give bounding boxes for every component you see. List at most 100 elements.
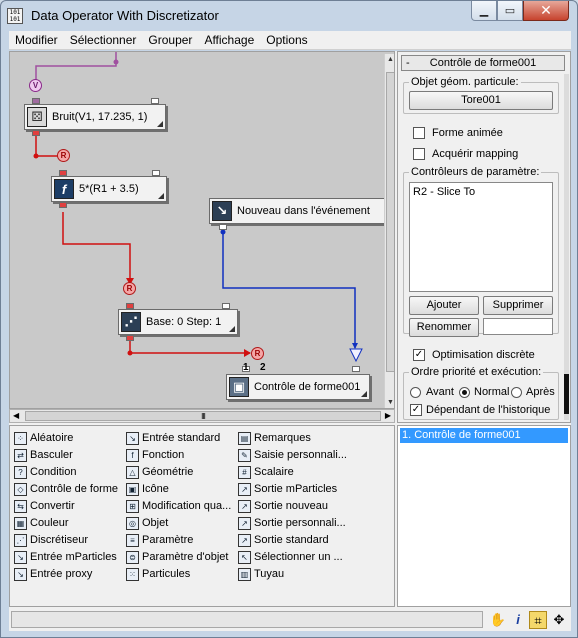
supprimer-button[interactable]: Supprimer <box>483 296 553 315</box>
scroll-down-icon[interactable]: ▼ <box>387 399 394 406</box>
depot-item[interactable]: ▣Icône <box>126 481 169 497</box>
depot-item[interactable]: ⇆Convertir <box>14 498 75 514</box>
depot-item[interactable]: ⊜Paramètre d'objet <box>126 549 228 565</box>
depot-item[interactable]: ▥Tuyau <box>238 566 284 582</box>
normal-label: Normal <box>474 386 510 398</box>
scroll-left-icon[interactable]: ◀ <box>13 411 20 420</box>
depot-item[interactable]: △Géométrie <box>126 464 193 480</box>
acquerir-mapping-checkbox[interactable] <box>413 148 425 160</box>
select-icon[interactable]: ⌗ <box>529 611 547 629</box>
node-discretiseur[interactable]: ⋰ Base: 0 Step: 1 <box>118 309 238 335</box>
canvas-horizontal-scrollbar[interactable]: ◀ III ▶ <box>9 409 395 423</box>
scroll-right-icon[interactable]: ▶ <box>384 411 391 420</box>
pin-controle-in-event[interactable] <box>352 366 360 372</box>
depot-item[interactable]: ≡Paramètre <box>126 532 193 548</box>
maximize-button[interactable]: ▭ <box>497 1 523 21</box>
operator-icon: ▣ <box>126 482 139 496</box>
pin-nouveau-out[interactable] <box>219 224 227 230</box>
menu-modifier[interactable]: Modifier <box>15 33 58 47</box>
node-nouveau[interactable]: ↘ Nouveau dans l'événement <box>209 198 385 224</box>
navigate-icon[interactable]: ✥ <box>553 612 565 627</box>
depot-item[interactable]: ↗Sortie mParticles <box>238 481 337 497</box>
pin-disc-in[interactable] <box>126 303 134 309</box>
canvas-vscroll-thumb[interactable] <box>386 72 394 372</box>
scroll-up-icon[interactable]: ▲ <box>387 56 394 63</box>
dependant-checkbox[interactable]: ✓ <box>410 404 422 416</box>
rollout-collapse-icon[interactable]: - <box>406 57 410 69</box>
pin-bruit-out[interactable] <box>32 130 40 136</box>
operator-icon: ◎ <box>126 516 139 530</box>
pin-fonction-out-top[interactable] <box>152 170 160 176</box>
particle-view-canvas[interactable]: V R R R ⚄ Bruit(V1, 17.235, 1) f 5*(R1 +… <box>9 51 395 409</box>
depot-item[interactable]: ✎Saisie personnali... <box>238 447 347 463</box>
depot-item[interactable]: ⇄Basculer <box>14 447 73 463</box>
depot-item[interactable]: ⁘Aléatoire <box>14 430 73 446</box>
pin-fonction-in[interactable] <box>59 170 67 176</box>
depot-item[interactable]: ▤Remarques <box>238 430 311 446</box>
info-icon[interactable]: i <box>516 612 520 627</box>
operator-icon: ↗ <box>238 499 251 513</box>
node-controle-forme[interactable]: ▣ Contrôle de forme001 <box>226 374 370 400</box>
menu-grouper[interactable]: Grouper <box>148 33 193 47</box>
depot-item[interactable]: #Scalaire <box>238 464 294 480</box>
rename-field[interactable] <box>483 318 553 335</box>
depot-item[interactable]: ⁙Particules <box>126 566 190 582</box>
apres-radio[interactable] <box>511 387 522 398</box>
menu-affichage[interactable]: Affichage <box>204 33 255 47</box>
depot-item[interactable]: ↗Sortie nouveau <box>238 498 328 514</box>
wire-fonction-r <box>62 212 131 284</box>
canvas-vertical-scrollbar[interactable]: ▲ ▼ <box>384 54 394 408</box>
depot-item-label: Icône <box>142 483 169 495</box>
depot-item[interactable]: ◎Objet <box>126 515 168 531</box>
controleurs-list[interactable]: R2 - Slice To <box>409 182 553 292</box>
node-corner-icon <box>361 391 367 397</box>
depot-item[interactable]: ↘Entrée mParticles <box>14 549 117 565</box>
depot-item[interactable]: ⋰Discrétiseur <box>14 532 88 548</box>
panel-scroll-thumb[interactable] <box>564 374 569 414</box>
status-field <box>11 611 483 628</box>
forme-animee-checkbox[interactable] <box>413 127 425 139</box>
minimize-button[interactable]: ▁ <box>471 1 497 21</box>
rollout-header[interactable]: - Contrôle de forme001 <box>401 55 565 71</box>
close-button[interactable]: ✕ <box>523 1 569 21</box>
depot-item[interactable]: ⊞Modification qua... <box>126 498 231 514</box>
renommer-button[interactable]: Renommer <box>409 318 479 337</box>
operator-icon: ⋰ <box>14 533 27 547</box>
normal-radio[interactable] <box>459 387 470 398</box>
pin-disc-out-top[interactable] <box>222 303 230 309</box>
depot-item[interactable]: ↗Sortie standard <box>238 532 329 548</box>
controleurs-list-item[interactable]: R2 - Slice To <box>413 186 476 198</box>
ajouter-button[interactable]: Ajouter <box>409 296 479 315</box>
depot-item-label: Sortie nouveau <box>254 500 328 512</box>
depot-item[interactable]: ▦Couleur <box>14 515 69 531</box>
event-list[interactable]: 1. Contrôle de forme001 <box>397 425 571 607</box>
avant-radio[interactable] <box>410 387 421 398</box>
pin-bruit-in[interactable] <box>32 98 40 104</box>
depot-item-label: Paramètre d'objet <box>142 551 229 563</box>
depot-item[interactable]: ↘Entrée standard <box>126 430 220 446</box>
menu-options[interactable]: Options <box>266 33 308 47</box>
pin-bruit-out-top[interactable] <box>151 98 159 104</box>
pin-fonction-out[interactable] <box>59 202 67 208</box>
depot-item[interactable]: ?Condition <box>14 464 76 480</box>
node-fonction[interactable]: f 5*(R1 + 3.5) <box>51 176 167 202</box>
canvas-hscroll-thumb[interactable]: III <box>25 411 381 421</box>
node-bruit[interactable]: ⚄ Bruit(V1, 17.235, 1) <box>24 104 166 130</box>
menu-selectionner[interactable]: Sélectionner <box>69 33 137 47</box>
event-list-item[interactable]: 1. Contrôle de forme001 <box>400 428 568 443</box>
optimisation-checkbox[interactable]: ✓ <box>413 349 425 361</box>
hand-icon[interactable]: ✋ <box>489 612 507 627</box>
pin-disc-out[interactable] <box>126 335 134 341</box>
depot-item[interactable]: ◇Contrôle de forme <box>14 481 118 497</box>
pin-label-2: 2 <box>260 362 266 373</box>
dependant-label: Dépendant de l'historique <box>426 404 551 416</box>
depot-item[interactable]: ↗Sortie personnali... <box>238 515 346 531</box>
geom-object-button[interactable]: Tore001 <box>409 91 553 110</box>
panel-scrollbar[interactable] <box>564 74 569 420</box>
controleurs-group: Contrôleurs de paramètre: R2 - Slice To … <box>403 166 559 337</box>
pin-controle-in-1[interactable] <box>242 366 250 372</box>
depot-item[interactable]: ↖Sélectionner un ... <box>238 549 343 565</box>
depot-item[interactable]: ↘Entrée proxy <box>14 566 92 582</box>
